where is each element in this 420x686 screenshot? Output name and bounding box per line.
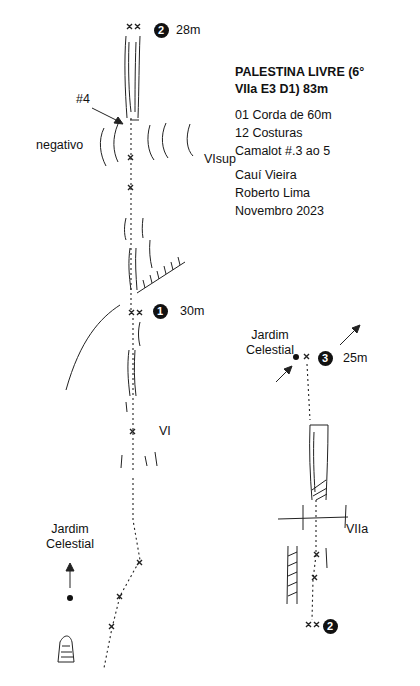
crack-lines: [150, 240, 152, 268]
crack-lines: [310, 425, 312, 500]
route-line: [104, 118, 316, 668]
bolt-marks: [109, 624, 114, 629]
crack-lines: [66, 36, 348, 604]
crack-lines: [135, 42, 136, 112]
boulder-sketch: [61, 646, 73, 657]
belay-number: 1: [153, 304, 168, 319]
crack-lines: [100, 128, 106, 166]
author-name: Roberto Lima: [235, 186, 310, 201]
belay-number: 3: [318, 351, 333, 366]
crack-lines: [66, 305, 120, 390]
crack-lines: [162, 123, 168, 158]
crack-lines: [114, 124, 118, 162]
crack-lines: [137, 262, 185, 293]
gear-note: 12 Costuras: [235, 126, 302, 141]
crack-lines: [126, 402, 127, 412]
crack-lines: [287, 546, 297, 604]
crack-lines: [121, 452, 157, 468]
gear-callout: #4: [76, 92, 90, 107]
belay-number-text: 2: [158, 25, 164, 36]
arrows: [114, 117, 123, 124]
anchor-dots: [67, 354, 299, 601]
arrows: [284, 366, 292, 374]
arrows: [66, 108, 360, 588]
crack-lines: [314, 432, 315, 492]
crack-lines: [128, 350, 130, 396]
crack-lines: [142, 218, 144, 238]
bolt-marks: [312, 575, 317, 580]
crack-lines: [134, 350, 136, 396]
crack-lines: [326, 548, 327, 568]
bolt-marks: [137, 560, 142, 565]
anchor-dots: [67, 595, 73, 601]
crack-lines: [139, 322, 141, 346]
bolt-marks: [130, 429, 135, 434]
route-line: [130, 118, 131, 310]
arrows: [352, 325, 360, 333]
crack-lines: [303, 505, 346, 530]
crack-lines: [125, 36, 127, 118]
bolt-marks: [306, 622, 319, 627]
gear-note: 01 Corda de 60m: [235, 108, 332, 123]
boulder-sketch: [58, 636, 74, 662]
bolt-marks: [314, 552, 319, 557]
pitch-length: 28m: [176, 23, 200, 38]
grade-label: VIIa: [346, 522, 368, 537]
belay-number: 2: [154, 23, 169, 38]
crack-lines: [187, 124, 193, 156]
crack-lines: [125, 218, 127, 240]
bolt-marks: [127, 24, 140, 29]
belay-number: 2: [323, 619, 338, 634]
crack-lines: [310, 425, 328, 426]
bolt-marks: [128, 155, 133, 160]
date-note: Novembro 2023: [235, 204, 324, 219]
belay-number-text: 2: [327, 621, 333, 632]
rock-feature: negativo: [36, 138, 83, 153]
belay-number-text: 1: [157, 306, 163, 317]
crack-lines: [312, 480, 327, 500]
route-line: [307, 364, 310, 420]
author-name: Cauí Vieira: [235, 168, 297, 183]
destination-label: Jardim Celestial: [35, 522, 105, 552]
crack-lines: [130, 120, 139, 121]
grade-label: VIsup: [204, 152, 236, 167]
crack-lines: [278, 517, 348, 519]
pitch-length: 25m: [343, 351, 367, 366]
bolt-marks: [128, 185, 133, 190]
destination-label: Jardim Celestial: [235, 328, 305, 358]
gear-note: Camalot #.3 ao 5: [235, 144, 330, 159]
boulder-sketch: [58, 636, 74, 662]
crack-lines: [129, 42, 131, 112]
crack-lines: [136, 248, 137, 290]
bolt-marks: [304, 354, 309, 359]
arrows: [66, 563, 74, 571]
route-title: PALESTINA LIVRE (6° VIIa E3 D1) 83m: [235, 64, 385, 98]
belay-number-text: 3: [322, 353, 328, 364]
crack-lines: [143, 257, 180, 288]
grade-label: VI: [159, 424, 171, 439]
crack-lines: [138, 36, 140, 118]
route-line: [104, 318, 140, 668]
pitch-length: 30m: [180, 304, 204, 319]
crack-lines: [148, 125, 154, 160]
bolt-marks: [129, 310, 142, 315]
bolt-marks: [117, 594, 122, 599]
crack-lines: [129, 248, 131, 290]
